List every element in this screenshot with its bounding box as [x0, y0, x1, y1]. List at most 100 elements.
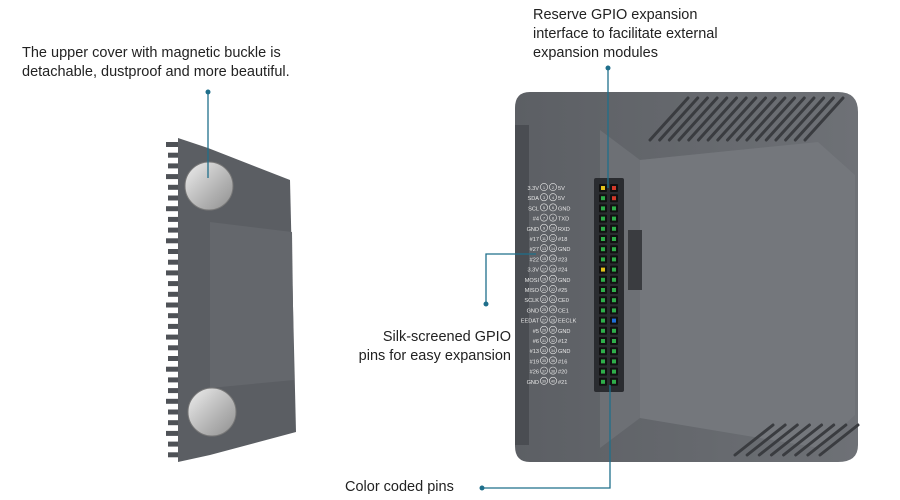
- silk-pin-circle: [540, 274, 548, 283]
- gpio-pin: [601, 328, 605, 333]
- silk-pin-circle: [549, 295, 557, 304]
- gpio-pin: [601, 349, 605, 354]
- silk-pin-number: 17: [542, 267, 546, 271]
- silk-pin-circle: [549, 336, 557, 344]
- gpio-pin: [612, 267, 616, 272]
- gpio-pin: [612, 196, 616, 201]
- callout-gpio-reserve-text: Reserve GPIO expansion interface to faci…: [533, 6, 718, 63]
- callout-gpio-line-1: Reserve GPIO expansion: [533, 7, 698, 23]
- silk-label-left: #5: [533, 329, 539, 335]
- silk-label-left: SDA: [527, 196, 539, 202]
- silk-pin-number: 35: [542, 359, 546, 363]
- gpio-pin: [612, 288, 616, 292]
- silk-label-left: GND: [527, 227, 539, 233]
- gpio-pin: [612, 328, 616, 333]
- gpio-pin: [601, 298, 605, 303]
- silk-pin-number: 7: [543, 216, 545, 220]
- silk-label-left: MOSI: [525, 278, 540, 284]
- silk-pin-number: 1: [543, 186, 545, 190]
- case-side-edge: [515, 125, 529, 445]
- gpio-pin: [601, 277, 605, 282]
- callout-cover-line-1: The upper cover with magnetic buckle is: [22, 45, 281, 61]
- silk-pin-circle: [549, 223, 557, 232]
- gpio-pin: [612, 379, 616, 384]
- silk-label-left: #19: [530, 359, 539, 365]
- vent-slot: [658, 96, 700, 142]
- gpio-pin: [612, 349, 616, 354]
- vent-slot: [726, 96, 767, 142]
- gpio-pin: [612, 277, 616, 282]
- vent-slot: [774, 96, 816, 142]
- vent-slot: [735, 96, 777, 142]
- callout-silk-line-1: Silk-screened GPIO: [382, 329, 511, 345]
- vent-slot: [806, 423, 848, 457]
- callout-gpio-line-3: expansion modules: [533, 45, 658, 61]
- gpio-pin: [601, 318, 605, 323]
- gpio-pin: [601, 369, 605, 374]
- silk-label-left: #4: [533, 217, 539, 223]
- gpio-pin: [601, 339, 605, 343]
- silk-label-left: #27: [530, 247, 539, 253]
- gpio-opening: [594, 178, 624, 392]
- vent-slot: [745, 423, 787, 457]
- silk-pin-number: 4: [552, 196, 554, 200]
- silk-pin-number: 13: [542, 247, 546, 251]
- silk-label-right: GND: [558, 349, 570, 355]
- silk-label-left: GND: [527, 308, 539, 314]
- vent-slot: [648, 96, 690, 142]
- silk-pin-number: 12: [551, 237, 555, 241]
- silk-pin-circle: [549, 285, 557, 293]
- silk-pin-circle: [549, 346, 557, 355]
- leader-gpio-reserve-dot: [605, 65, 611, 71]
- leader-color-pins: [482, 385, 611, 489]
- silk-pin-number: 8: [552, 216, 554, 220]
- silk-pin-circle: [549, 203, 557, 212]
- silk-pin-number: 6: [552, 206, 554, 210]
- vent-slot: [793, 96, 835, 142]
- gpio-pin: [612, 247, 616, 252]
- case-side-slot: [628, 230, 642, 290]
- silk-label-left: #22: [530, 257, 539, 263]
- leader-silkscreen: [485, 253, 536, 304]
- silk-pin-circle: [549, 213, 557, 222]
- silk-pin-number: 19: [542, 278, 546, 282]
- vent-slot: [677, 96, 719, 142]
- silk-pin-circle: [540, 376, 548, 385]
- silk-pin-circle: [540, 223, 548, 232]
- gpio-pin: [601, 267, 605, 272]
- silk-label-left: EEDAT: [521, 319, 540, 325]
- gpio-pin: [612, 237, 616, 241]
- silk-label-right: #18: [558, 237, 567, 243]
- gpio-pin: [612, 298, 616, 303]
- vent-slots-top: [648, 96, 845, 142]
- silk-pin-circle: [549, 366, 557, 375]
- silk-pin-number: 15: [542, 257, 546, 261]
- silk-pin-circle: [549, 234, 557, 242]
- silk-pin-number: 18: [551, 267, 555, 271]
- gpio-pin: [612, 257, 616, 262]
- silk-pin-circle: [549, 274, 557, 283]
- silk-label-right: #12: [558, 339, 567, 345]
- gpio-pin: [612, 216, 616, 221]
- leader-color-pins-dot: [479, 485, 485, 491]
- silk-label-right: CE0: [558, 298, 569, 304]
- silk-label-right: TXD: [558, 217, 569, 223]
- silk-pin-number: 38: [551, 369, 555, 373]
- silk-label-left: GND: [527, 380, 539, 386]
- silk-pin-number: 26: [551, 308, 555, 312]
- gpio-pin: [601, 237, 605, 241]
- silk-pin-number: 32: [551, 339, 555, 343]
- silk-pin-circle: [540, 366, 548, 375]
- vent-slot: [716, 96, 758, 142]
- silk-pin-number: 40: [551, 380, 555, 384]
- callout-silkscreen-text: Silk-screened GPIO pins for easy expansi…: [341, 328, 511, 366]
- gpio-pin: [601, 379, 605, 384]
- gpio-pin: [601, 216, 605, 221]
- gpio-pin: [612, 369, 616, 374]
- silk-pin-number: 5: [543, 206, 545, 210]
- vent-slot: [769, 423, 811, 457]
- vent-slot: [755, 96, 797, 142]
- magnet-top: [184, 161, 234, 211]
- callout-silk-line-2: pins for easy expansion: [358, 348, 511, 364]
